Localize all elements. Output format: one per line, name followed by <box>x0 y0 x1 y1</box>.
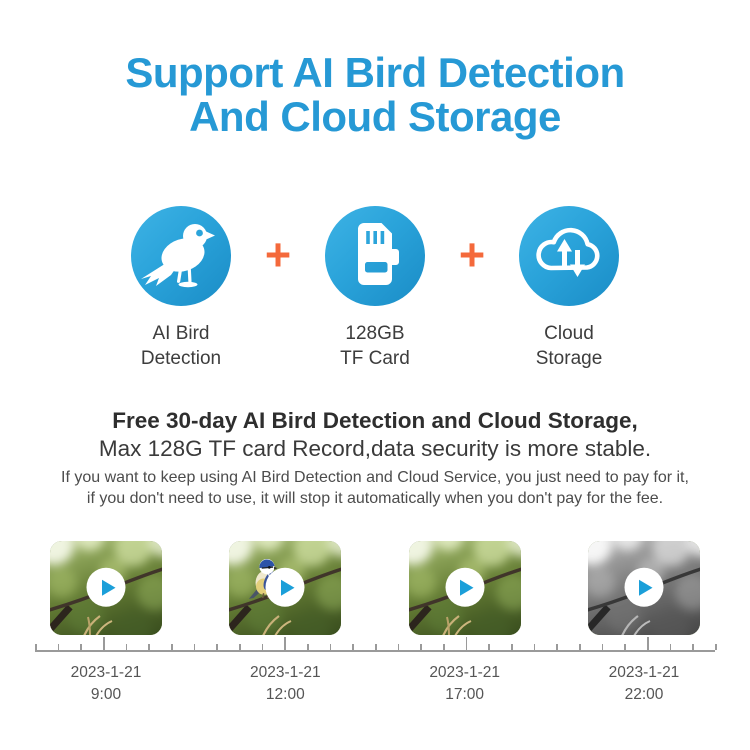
timeline-minor-tick <box>511 644 513 650</box>
timeline-major-tick <box>103 637 105 650</box>
timeline-minor-tick <box>329 644 332 650</box>
description-block: Free 30-day AI Bird Detection and Cloud … <box>0 407 750 509</box>
timeline-minor-tick <box>239 644 241 650</box>
play-icon <box>101 579 115 596</box>
timeline-minor-tick <box>533 644 536 650</box>
timeline-minor-tick <box>216 644 218 650</box>
timeline-minor-tick <box>443 644 445 650</box>
play-button[interactable] <box>86 567 126 607</box>
video-thumbnail-9-00[interactable] <box>50 541 162 635</box>
features-row: AI Bird Detection + 128GB TF Card + <box>0 206 750 371</box>
timeline-minor-tick <box>57 644 60 650</box>
timeline-minor-tick <box>715 644 717 650</box>
feature-label-ai-bird-detection: AI Bird Detection <box>140 323 222 369</box>
feature-cloud-storage: Cloud Storage <box>494 206 644 371</box>
timeline-baseline <box>35 650 715 652</box>
cloud-storage-icon <box>519 206 619 306</box>
timeline-major-tick <box>284 637 286 650</box>
timeline-minor-tick <box>579 644 581 650</box>
timeline-label-12-00: 2023-1-21 12:00 <box>249 664 321 703</box>
play-button[interactable] <box>624 567 664 607</box>
bird-icon <box>131 206 231 306</box>
timeline-minor-tick <box>80 644 82 650</box>
thumbnail-photo <box>229 541 342 635</box>
feature-label-cloud-storage: Cloud Storage <box>535 323 603 369</box>
timeline-minor-tick <box>488 644 490 650</box>
timeline-minor-tick <box>420 644 422 650</box>
timeline-major-tick <box>647 637 649 650</box>
timeline-minor-tick <box>397 644 400 650</box>
page-title: Support AI Bird Detection And Cloud Stor… <box>0 51 750 139</box>
thumbnail-photo <box>408 541 521 635</box>
plus-icon: + <box>458 229 486 280</box>
description-small-text: If you want to keep using AI Bird Detect… <box>61 469 689 507</box>
timeline-minor-tick <box>125 644 128 650</box>
timeline-minor-tick <box>171 644 173 650</box>
timeline-minor-tick <box>601 644 604 650</box>
title-line-1: Support AI Bird Detection <box>125 49 625 96</box>
timeline-minor-tick <box>307 644 309 650</box>
feature-ai-bird-detection: AI Bird Detection <box>106 206 256 371</box>
timeline-minor-tick <box>669 644 672 650</box>
timeline-minor-tick <box>148 644 150 650</box>
video-thumbnail-17-00[interactable] <box>408 541 521 635</box>
timeline-minor-tick <box>692 644 694 650</box>
feature-label-tf-card: 128GB TF Card <box>340 323 410 369</box>
timeline-label-17-00: 2023-1-21 17:00 <box>429 664 500 703</box>
description-bold-line: Free 30-day AI Bird Detection and Cloud … <box>112 408 638 433</box>
timeline-label-9-00: 2023-1-21 9:00 <box>70 664 142 703</box>
video-thumbnails-row <box>0 541 750 635</box>
play-icon <box>639 579 653 596</box>
description-line-2: Max 128G TF card Record,data security is… <box>98 436 652 461</box>
timeline-labels-row: 2023-1-21 9:00 2023-1-21 12:00 2023-1-21… <box>0 662 750 706</box>
timeline-minor-tick <box>624 644 626 650</box>
timeline-ruler <box>35 637 717 652</box>
play-button[interactable] <box>445 567 485 607</box>
timeline-major-tick <box>465 637 468 650</box>
timeline-minor-tick <box>35 644 37 650</box>
video-thumbnail-12-00[interactable] <box>229 541 342 635</box>
thumbnail-photo <box>50 541 162 635</box>
timeline-label-22-00: 2023-1-21 22:00 <box>608 664 680 703</box>
play-button[interactable] <box>265 567 305 607</box>
play-icon <box>460 579 474 596</box>
plus-icon: + <box>264 229 292 280</box>
tf-card-icon <box>325 206 425 306</box>
timeline-minor-tick <box>375 644 377 650</box>
timeline-minor-tick <box>556 644 558 650</box>
title-line-2: And Cloud Storage <box>189 93 561 140</box>
timeline-minor-tick <box>193 644 196 650</box>
timeline-minor-tick <box>352 644 354 650</box>
video-thumbnail-22-00[interactable] <box>587 541 700 635</box>
timeline-minor-tick <box>261 644 264 650</box>
feature-tf-card: 128GB TF Card <box>300 206 450 371</box>
play-icon <box>280 579 295 596</box>
